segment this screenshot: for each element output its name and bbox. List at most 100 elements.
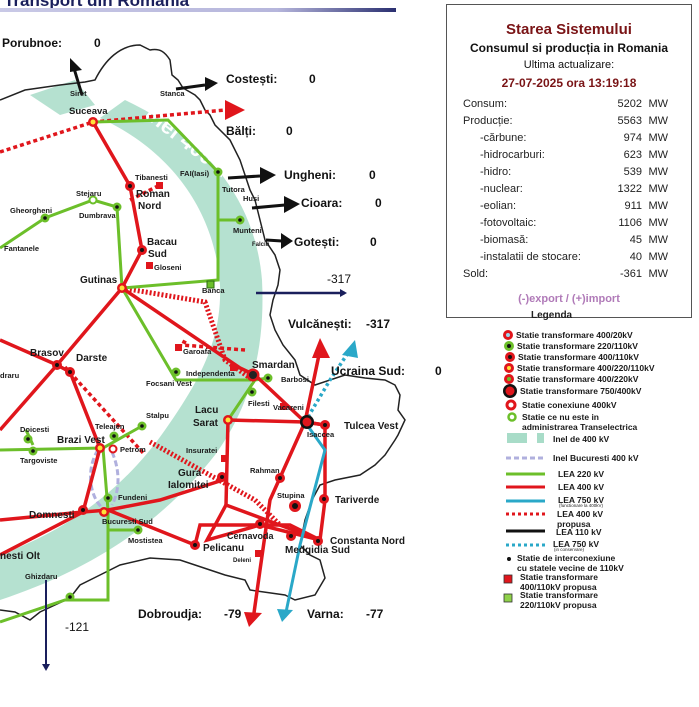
svg-text:Stalpu: Stalpu <box>146 411 169 420</box>
svg-text:Tariverde: Tariverde <box>335 495 380 506</box>
svg-text:FAI(Iasi): FAI(Iasi) <box>180 169 210 178</box>
flow-name: Varna: <box>307 607 344 621</box>
svg-text:Gutinas: Gutinas <box>80 275 118 286</box>
flow-value: 0 <box>375 196 382 210</box>
svg-text:Mostistea: Mostistea <box>128 536 163 545</box>
svg-text:Falciu: Falciu <box>252 242 270 248</box>
row-unit: MW <box>648 217 668 229</box>
flow-value: 0 <box>94 36 101 50</box>
flow-porubnoe: Porubnoe: 0 <box>2 36 101 50</box>
stations <box>23 117 330 602</box>
svg-text:Bacau: Bacau <box>147 237 177 248</box>
legend-item: Statie conexiune 400kV <box>522 400 617 410</box>
legend-item: Statie de interconexiune cu statele veci… <box>517 553 624 573</box>
row-label: -nuclear: <box>480 183 523 195</box>
svg-text:Doicesti: Doicesti <box>20 425 49 434</box>
flow-name: Cioara: <box>301 196 343 210</box>
svg-text:Sud: Sud <box>148 249 167 260</box>
row-value: 40 <box>629 251 642 263</box>
legend-item: Statie ce nu este in administrarea Trans… <box>522 412 638 432</box>
svg-text:Insuratei: Insuratei <box>186 446 217 455</box>
flow-value: -77 <box>366 607 384 621</box>
flow-value: 0 <box>309 72 316 86</box>
flow-varna: Varna: -77 <box>307 607 383 621</box>
legend-item: Statie transformare 400/20kV <box>516 330 633 340</box>
row-label: -cărbune: <box>480 132 527 144</box>
flow-value: 0 <box>369 168 376 182</box>
row-label: -eolian: <box>480 200 517 212</box>
svg-text:Brasov: Brasov <box>30 348 64 359</box>
row-value: 1322 <box>617 183 642 195</box>
legend-item: Statie transformare 750/400kV <box>520 386 642 396</box>
svg-text:draru: draru <box>0 371 20 380</box>
legend-item: LEA 750 kV <box>553 539 599 549</box>
svg-text:nesti Olt: nesti Olt <box>0 551 41 562</box>
legend-item: Statie transformare 400/110kV <box>518 352 639 362</box>
legend-item-sublabel: (functionare la 400kV) <box>559 503 604 508</box>
legend-title: Legenda <box>531 310 573 321</box>
row-value: 539 <box>623 166 642 178</box>
row-unit: MW <box>648 98 668 110</box>
svg-text:Stanca: Stanca <box>160 89 185 98</box>
page-header: Transport din Romania <box>0 0 400 14</box>
row-value: 5563 <box>617 115 642 127</box>
legend-item: LEA 400 kV propusa <box>557 509 603 529</box>
legend-item: LEA 110 kV <box>556 527 602 537</box>
svg-text:Nord: Nord <box>138 201 161 212</box>
country-border <box>0 44 406 621</box>
ring-bucuresti <box>89 449 120 512</box>
svg-text:Fantanele: Fantanele <box>4 244 39 253</box>
flow-name: Ungheni: <box>284 168 336 182</box>
flow-value: -317 <box>366 317 391 331</box>
legend-item: Statie transformare 220/110kV <box>517 341 638 351</box>
row-value: 974 <box>623 132 642 144</box>
row-unit: MW <box>648 149 668 161</box>
last-update-label: Ultima actualizare: <box>523 59 615 71</box>
svg-text:Tulcea Vest: Tulcea Vest <box>344 421 399 432</box>
row-value: 1106 <box>618 217 642 229</box>
flow-ucraina-sud: Ucraina Sud: 0 <box>331 364 442 378</box>
legend-item: LEA 220 kV <box>558 469 604 479</box>
svg-text:Vacareni: Vacareni <box>273 403 304 412</box>
flow-name: Porubnoe: <box>2 36 62 50</box>
svg-text:Petrom: Petrom <box>120 445 146 454</box>
svg-text:Focsani Vest: Focsani Vest <box>146 379 192 388</box>
svg-text:Independenta: Independenta <box>186 369 236 378</box>
flow-name: Costești: <box>226 72 278 86</box>
svg-text:Tibanesti: Tibanesti <box>135 173 168 182</box>
svg-text:Barbosi: Barbosi <box>281 375 309 384</box>
legend-item: LEA 750 kV <box>558 495 604 505</box>
svg-text:Domnesti: Domnesti <box>29 510 75 521</box>
svg-text:Stupina: Stupina <box>277 491 305 500</box>
legend-item: Statie transformare 220/110kV propusa <box>520 590 598 610</box>
legend-item: Statie transformare 400/220/110kV <box>517 363 655 373</box>
proposed-400kv-lines <box>0 108 246 457</box>
legend-item: Statie transformare 400/220kV <box>517 374 639 384</box>
svg-text:Medgidia Sud: Medgidia Sud <box>285 545 350 556</box>
row-value: 45 <box>629 234 642 246</box>
row-unit: MW <box>648 166 668 178</box>
row-unit: MW <box>648 200 668 212</box>
svg-text:Isaccea: Isaccea <box>307 430 335 439</box>
svg-text:Siret: Siret <box>70 89 87 98</box>
flow-name: Vulcănești: <box>288 317 352 331</box>
flow-dobroudja: Dobroudja: -79 <box>138 607 241 621</box>
svg-text:Roman: Roman <box>136 189 170 200</box>
line-750kv-conservare <box>303 349 352 423</box>
legend-item: LEA 400 kV <box>558 482 604 492</box>
row-value: 623 <box>623 149 642 161</box>
svg-text:Sarat: Sarat <box>193 418 219 429</box>
legend-item-sublabel: (in conservare) <box>554 547 585 552</box>
flow-name: Dobroudja: <box>138 607 202 621</box>
svg-text:Garoafa: Garoafa <box>183 347 212 356</box>
row-label: Producție: <box>463 115 513 127</box>
svg-text:Targoviste: Targoviste <box>20 456 57 465</box>
svg-text:Gloseni: Gloseni <box>154 263 182 272</box>
row-label: -biomasă: <box>480 234 529 246</box>
